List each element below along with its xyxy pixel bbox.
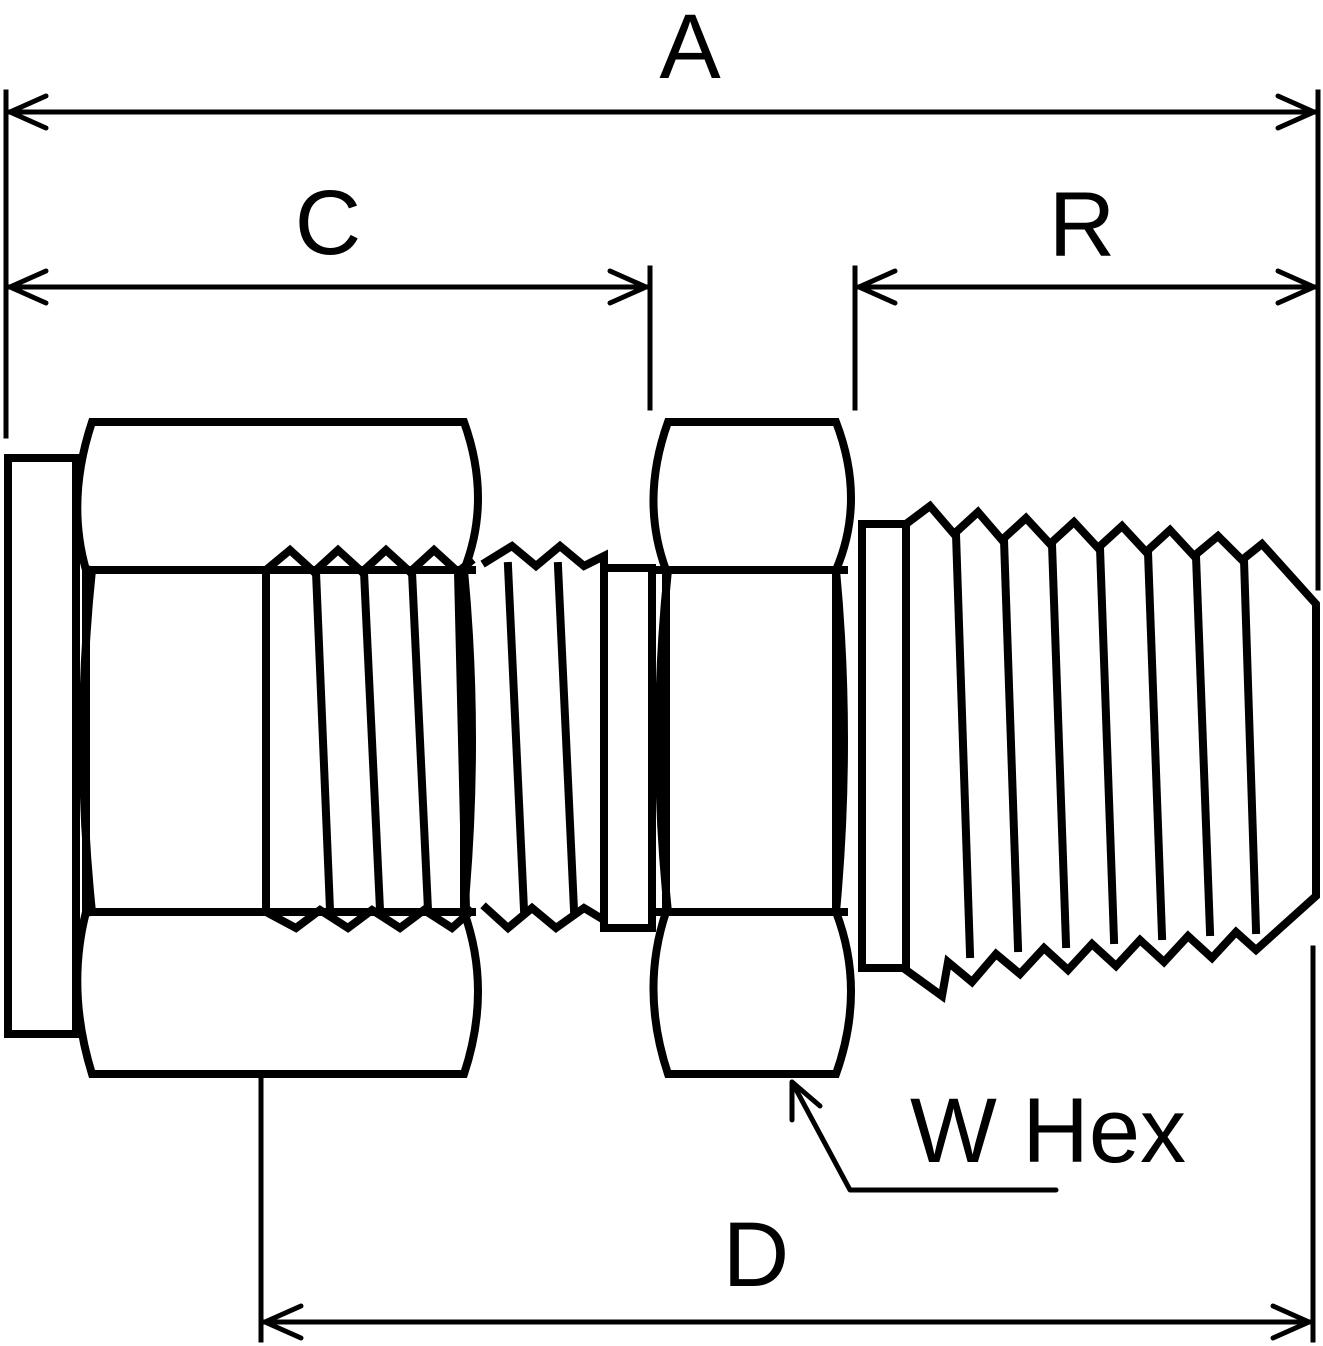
left-nut-threads (260, 544, 476, 934)
w-hex-leader: W Hex (789, 1079, 1186, 1193)
dimension-c: C (7, 172, 649, 306)
middle-threads (480, 540, 608, 934)
dimension-a: A (7, 0, 1317, 131)
dimension-c-label: C (295, 172, 361, 274)
left-sleeve (4, 454, 80, 1038)
dimension-a-label: A (659, 0, 721, 98)
w-hex-label: W Hex (910, 1080, 1186, 1182)
dimension-r-label: R (1049, 174, 1115, 276)
dimension-r: R (856, 174, 1317, 306)
dimension-d-label: D (723, 1204, 789, 1306)
center-hex (649, 418, 855, 1078)
dimension-d: D (262, 1204, 1312, 1341)
neck (600, 564, 656, 932)
collar (858, 520, 910, 972)
right-pipe-thread (902, 500, 1320, 1003)
